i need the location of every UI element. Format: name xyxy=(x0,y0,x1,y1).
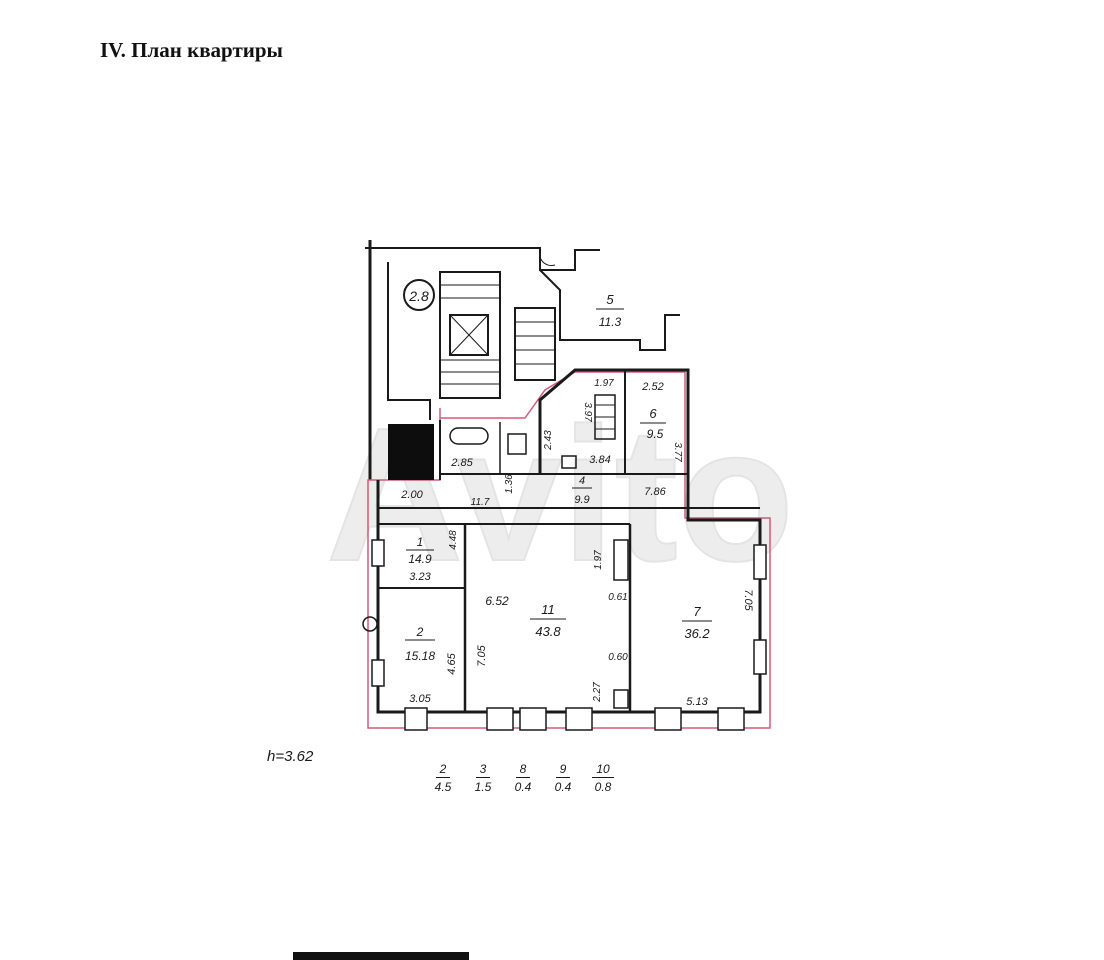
room-11-dim-side: 7.05 xyxy=(476,644,488,666)
room-11-number: 11 xyxy=(541,602,555,617)
legend-room-number: 9 xyxy=(555,762,571,778)
room-2-dim-bottom: 3.05 xyxy=(409,693,431,705)
room-6-dim-top: 2.52 xyxy=(641,381,663,393)
bath-dim-c: 1.36 xyxy=(504,474,515,494)
shaft-block xyxy=(388,424,434,480)
corridor-dim-right: 7.86 xyxy=(644,486,666,498)
legend-room-number: 10 xyxy=(592,762,614,778)
windows-side xyxy=(371,539,767,687)
room-5-number: 5 xyxy=(606,292,614,307)
column-circle xyxy=(362,616,378,632)
room-2-dim-side: 4.65 xyxy=(446,652,458,674)
stairwell xyxy=(365,240,680,480)
bath-dim-b: 2.00 xyxy=(400,489,423,501)
small-dim-2: 0.60 xyxy=(608,652,628,663)
room-1-number: 1 xyxy=(417,535,424,549)
room-1-dim-side: 4.48 xyxy=(448,530,459,550)
room-6-dim-side: 3.77 xyxy=(672,442,683,462)
room-2-number: 2 xyxy=(416,625,424,639)
corridor-number: 4 xyxy=(579,475,585,487)
legend-item: 2 4.5 xyxy=(430,762,456,794)
corridor-dim-left: 11.7 xyxy=(471,497,490,508)
kitchen-dim-bottom: 3.84 xyxy=(589,454,610,466)
legend-room-number: 8 xyxy=(515,762,531,778)
kitchen-dim-side: 3.97 xyxy=(582,402,593,422)
legend-room-area: 0.8 xyxy=(594,780,612,794)
bath-dim: 2.85 xyxy=(450,457,473,469)
legend-room-number: 2 xyxy=(435,762,451,778)
apartment-boundary xyxy=(367,371,771,729)
legend-room-area: 4.5 xyxy=(434,780,452,794)
stair-mark: 2.8 xyxy=(408,288,429,304)
kitchen-dim-left: 2.43 xyxy=(543,430,554,451)
bottom-redaction-bar xyxy=(293,952,469,960)
ceiling-height-label: h=3.62 xyxy=(267,748,314,765)
legend-item: 9 0.4 xyxy=(550,762,576,794)
corridor-area: 9.9 xyxy=(574,494,589,506)
room-11-dim-top: 6.52 xyxy=(485,594,509,608)
legend-room-area: 0.4 xyxy=(514,780,532,794)
small-dim-1: 0.61 xyxy=(608,592,627,603)
legend-item: 3 1.5 xyxy=(470,762,496,794)
stair-mark-circle xyxy=(403,279,435,311)
kitchen-dim-top: 1.97 xyxy=(594,378,614,389)
room-7-dim-bottom: 5.13 xyxy=(686,696,708,708)
room-11-area: 43.8 xyxy=(535,624,561,639)
legend-room-number: 3 xyxy=(475,762,491,778)
legend-item: 10 0.8 xyxy=(590,762,616,794)
room-7-area: 36.2 xyxy=(684,626,710,641)
room-11-dim-closet: 1.97 xyxy=(593,550,604,570)
room-6-area: 9.5 xyxy=(647,427,664,441)
room-5-area: 11.3 xyxy=(599,315,622,329)
room-1-area: 14.9 xyxy=(408,552,432,566)
legend-room-area: 0.4 xyxy=(554,780,572,794)
page-title: IV. План квартиры xyxy=(100,38,283,62)
room-7-number: 7 xyxy=(693,604,701,619)
room-6-number: 6 xyxy=(649,406,657,421)
legend-item: 8 0.4 xyxy=(510,762,536,794)
room-2-area: 15.18 xyxy=(405,649,435,663)
legend-room-area: 1.5 xyxy=(474,780,492,794)
small-dim-3: 2.27 xyxy=(592,682,603,703)
windows-bottom xyxy=(404,707,745,731)
apartment-walls xyxy=(376,368,762,714)
room-7-dim-side: 7.05 xyxy=(742,589,754,611)
room-1-width: 3.23 xyxy=(409,571,431,583)
auxiliary-rooms-legend: 2 4.5 3 1.5 8 0.4 9 0.4 10 0.8 xyxy=(430,762,616,794)
